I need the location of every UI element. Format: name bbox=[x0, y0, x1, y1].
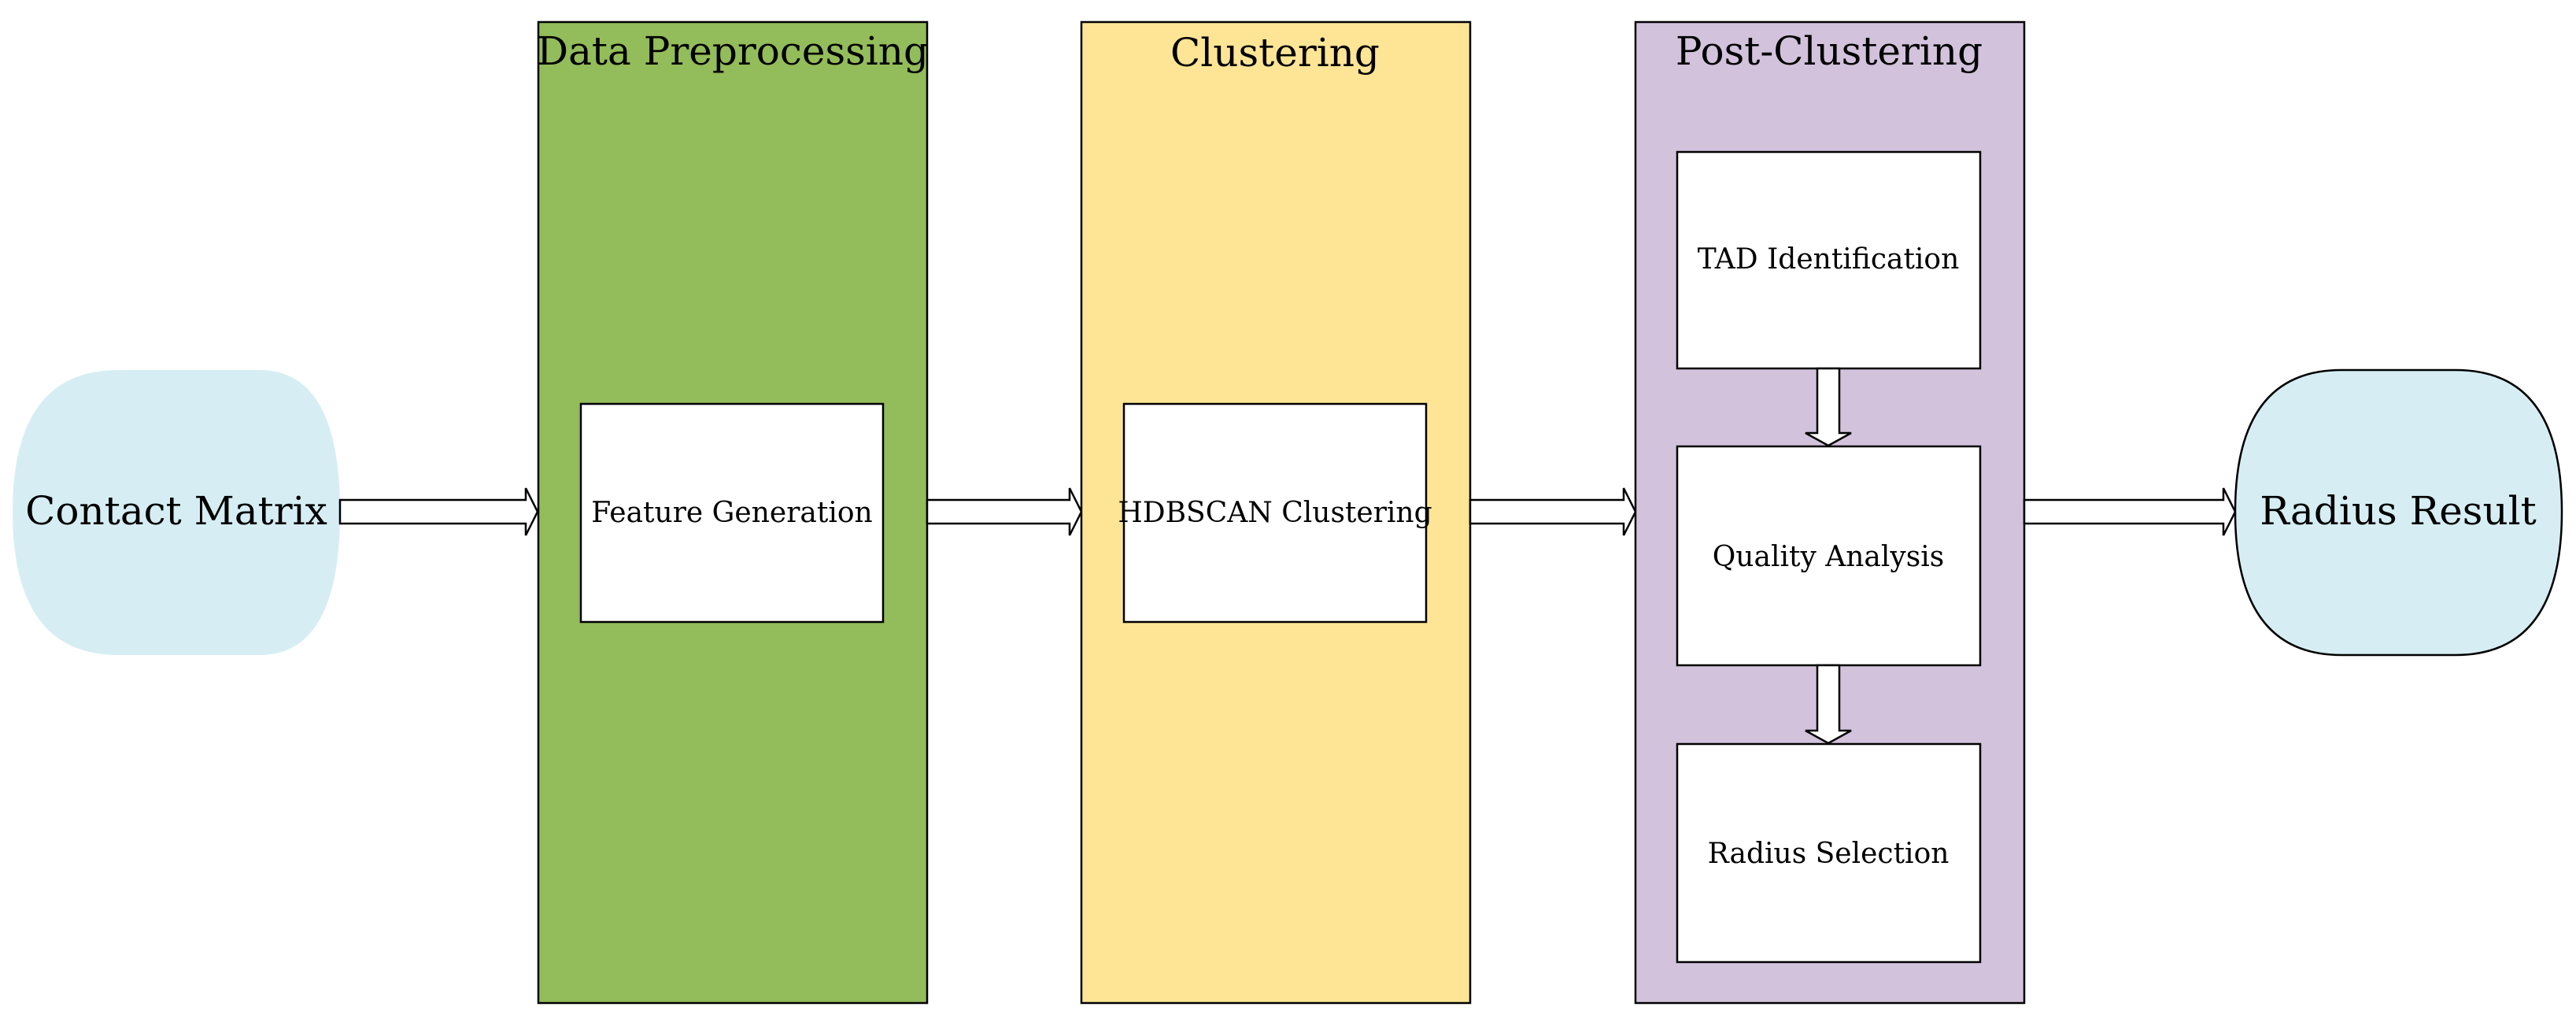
stage-post-clustering-title: Post-Clustering bbox=[1676, 28, 1983, 74]
step-feature-generation-label: Feature Generation bbox=[591, 497, 872, 529]
step-hdbscan-clustering-box bbox=[1122, 402, 1428, 624]
input-node: Contact Matrix bbox=[13, 370, 340, 655]
stage-post-clustering: Post-Clustering TAD Identification Quali… bbox=[1634, 20, 2026, 1005]
arrow-post-clustering-to-output bbox=[2023, 487, 2237, 536]
stage-clustering-title: Clustering bbox=[1170, 30, 1380, 76]
output-node: Radius Result bbox=[2234, 368, 2563, 657]
output-node-shape bbox=[2234, 368, 2563, 657]
arrow-clustering-to-post-clustering bbox=[1469, 487, 1637, 536]
step-radius-selection-box bbox=[1676, 742, 1982, 964]
arrow-input-to-preprocessing bbox=[338, 487, 539, 536]
stage-clustering: Clustering HDBSCAN Clustering bbox=[1080, 20, 1472, 1005]
input-node-label: Contact Matrix bbox=[25, 488, 327, 534]
step-feature-generation-box bbox=[579, 402, 885, 624]
arrow-quality-to-radius bbox=[1805, 664, 1852, 745]
input-node-shape bbox=[13, 370, 340, 655]
step-quality-analysis-label: Quality Analysis bbox=[1713, 541, 1944, 573]
output-node-label: Radius Result bbox=[2260, 488, 2537, 534]
stage-data-preprocessing: Data Preprocessing Feature Generation bbox=[537, 20, 929, 1005]
step-tad-identification-label: TAD Identification bbox=[1698, 243, 1960, 276]
step-quality-analysis-box bbox=[1676, 445, 1982, 667]
step-tad-identification-box bbox=[1676, 150, 1982, 370]
stage-data-preprocessing-title: Data Preprocessing bbox=[537, 28, 929, 74]
arrow-preprocessing-to-clustering bbox=[926, 487, 1083, 536]
step-radius-selection-label: Radius Selection bbox=[1708, 838, 1950, 870]
step-hdbscan-clustering-label: HDBSCAN Clustering bbox=[1118, 497, 1432, 529]
arrow-tad-to-quality bbox=[1805, 367, 1852, 447]
